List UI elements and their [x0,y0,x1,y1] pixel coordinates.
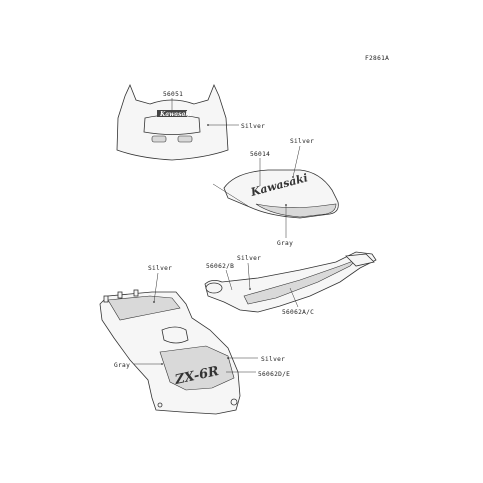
windscreen-silver-label: Silver [241,123,265,130]
tank-silver-dot [292,176,294,178]
tail-seat-mount [205,282,223,294]
tail-cowl [204,251,377,313]
tail-part-number-right: 56062A/C [282,309,314,316]
windscreen-silver-dot [207,124,209,126]
tank-gray-dot [285,204,287,206]
fairing-part-number: 56062D/E [258,371,290,378]
tank-part-number: 56014 [250,151,270,158]
fairing-silver-right-label: Silver [261,356,285,363]
fairing-tab-3 [133,289,139,297]
fairing-bolt-lower [230,398,238,406]
tail-lamp [345,253,375,267]
fairing-side-stripe [159,345,235,391]
tail-silver-dot [249,288,251,290]
fairing-tab-1 [103,295,109,303]
tank-silver-label: Silver [290,138,314,145]
fuel-tank: Kawasaki [223,169,339,219]
fairing-vent [161,326,189,344]
tail-silver-label: Silver [237,255,261,262]
fuel-tank-outline [223,169,339,219]
right-intake [177,135,193,143]
tank-silver-leader [292,145,301,178]
windscreen-decal [157,110,187,117]
fairing-silver-top-dot [153,301,155,303]
tail-left-leader [225,269,233,291]
tank-edge-line [212,183,249,207]
side-fairing: ZX-6R [99,289,241,415]
tail-right-leader [289,287,299,308]
fairing-gray-dot [161,363,163,365]
fairing-silver-top-label: Silver [148,265,172,272]
tank-gray-band [255,203,337,218]
tail-silver-leader [247,262,251,290]
windscreen-brand-text: Kawasaki [159,111,193,118]
fairing-bolt-left [157,402,163,408]
tail-cowl-outline [204,251,377,313]
tail-part-number-left: 56062/B [206,263,234,270]
fairing-silver-right-dot [227,357,229,359]
tail-stripe [243,259,357,305]
left-intake [151,135,167,143]
windscreen-part-number: 56051 [163,91,183,98]
fairing-upper-panel [107,295,181,321]
fairing-gray-label: Gray [114,362,130,369]
fairing-silver-top-leader [153,272,159,303]
figure-code: F2861A [365,55,389,62]
fairing-tab-2 [117,291,123,299]
windscreen-cowl: Kawasaki [116,83,229,161]
tank-gray-label: Gray [277,240,293,247]
